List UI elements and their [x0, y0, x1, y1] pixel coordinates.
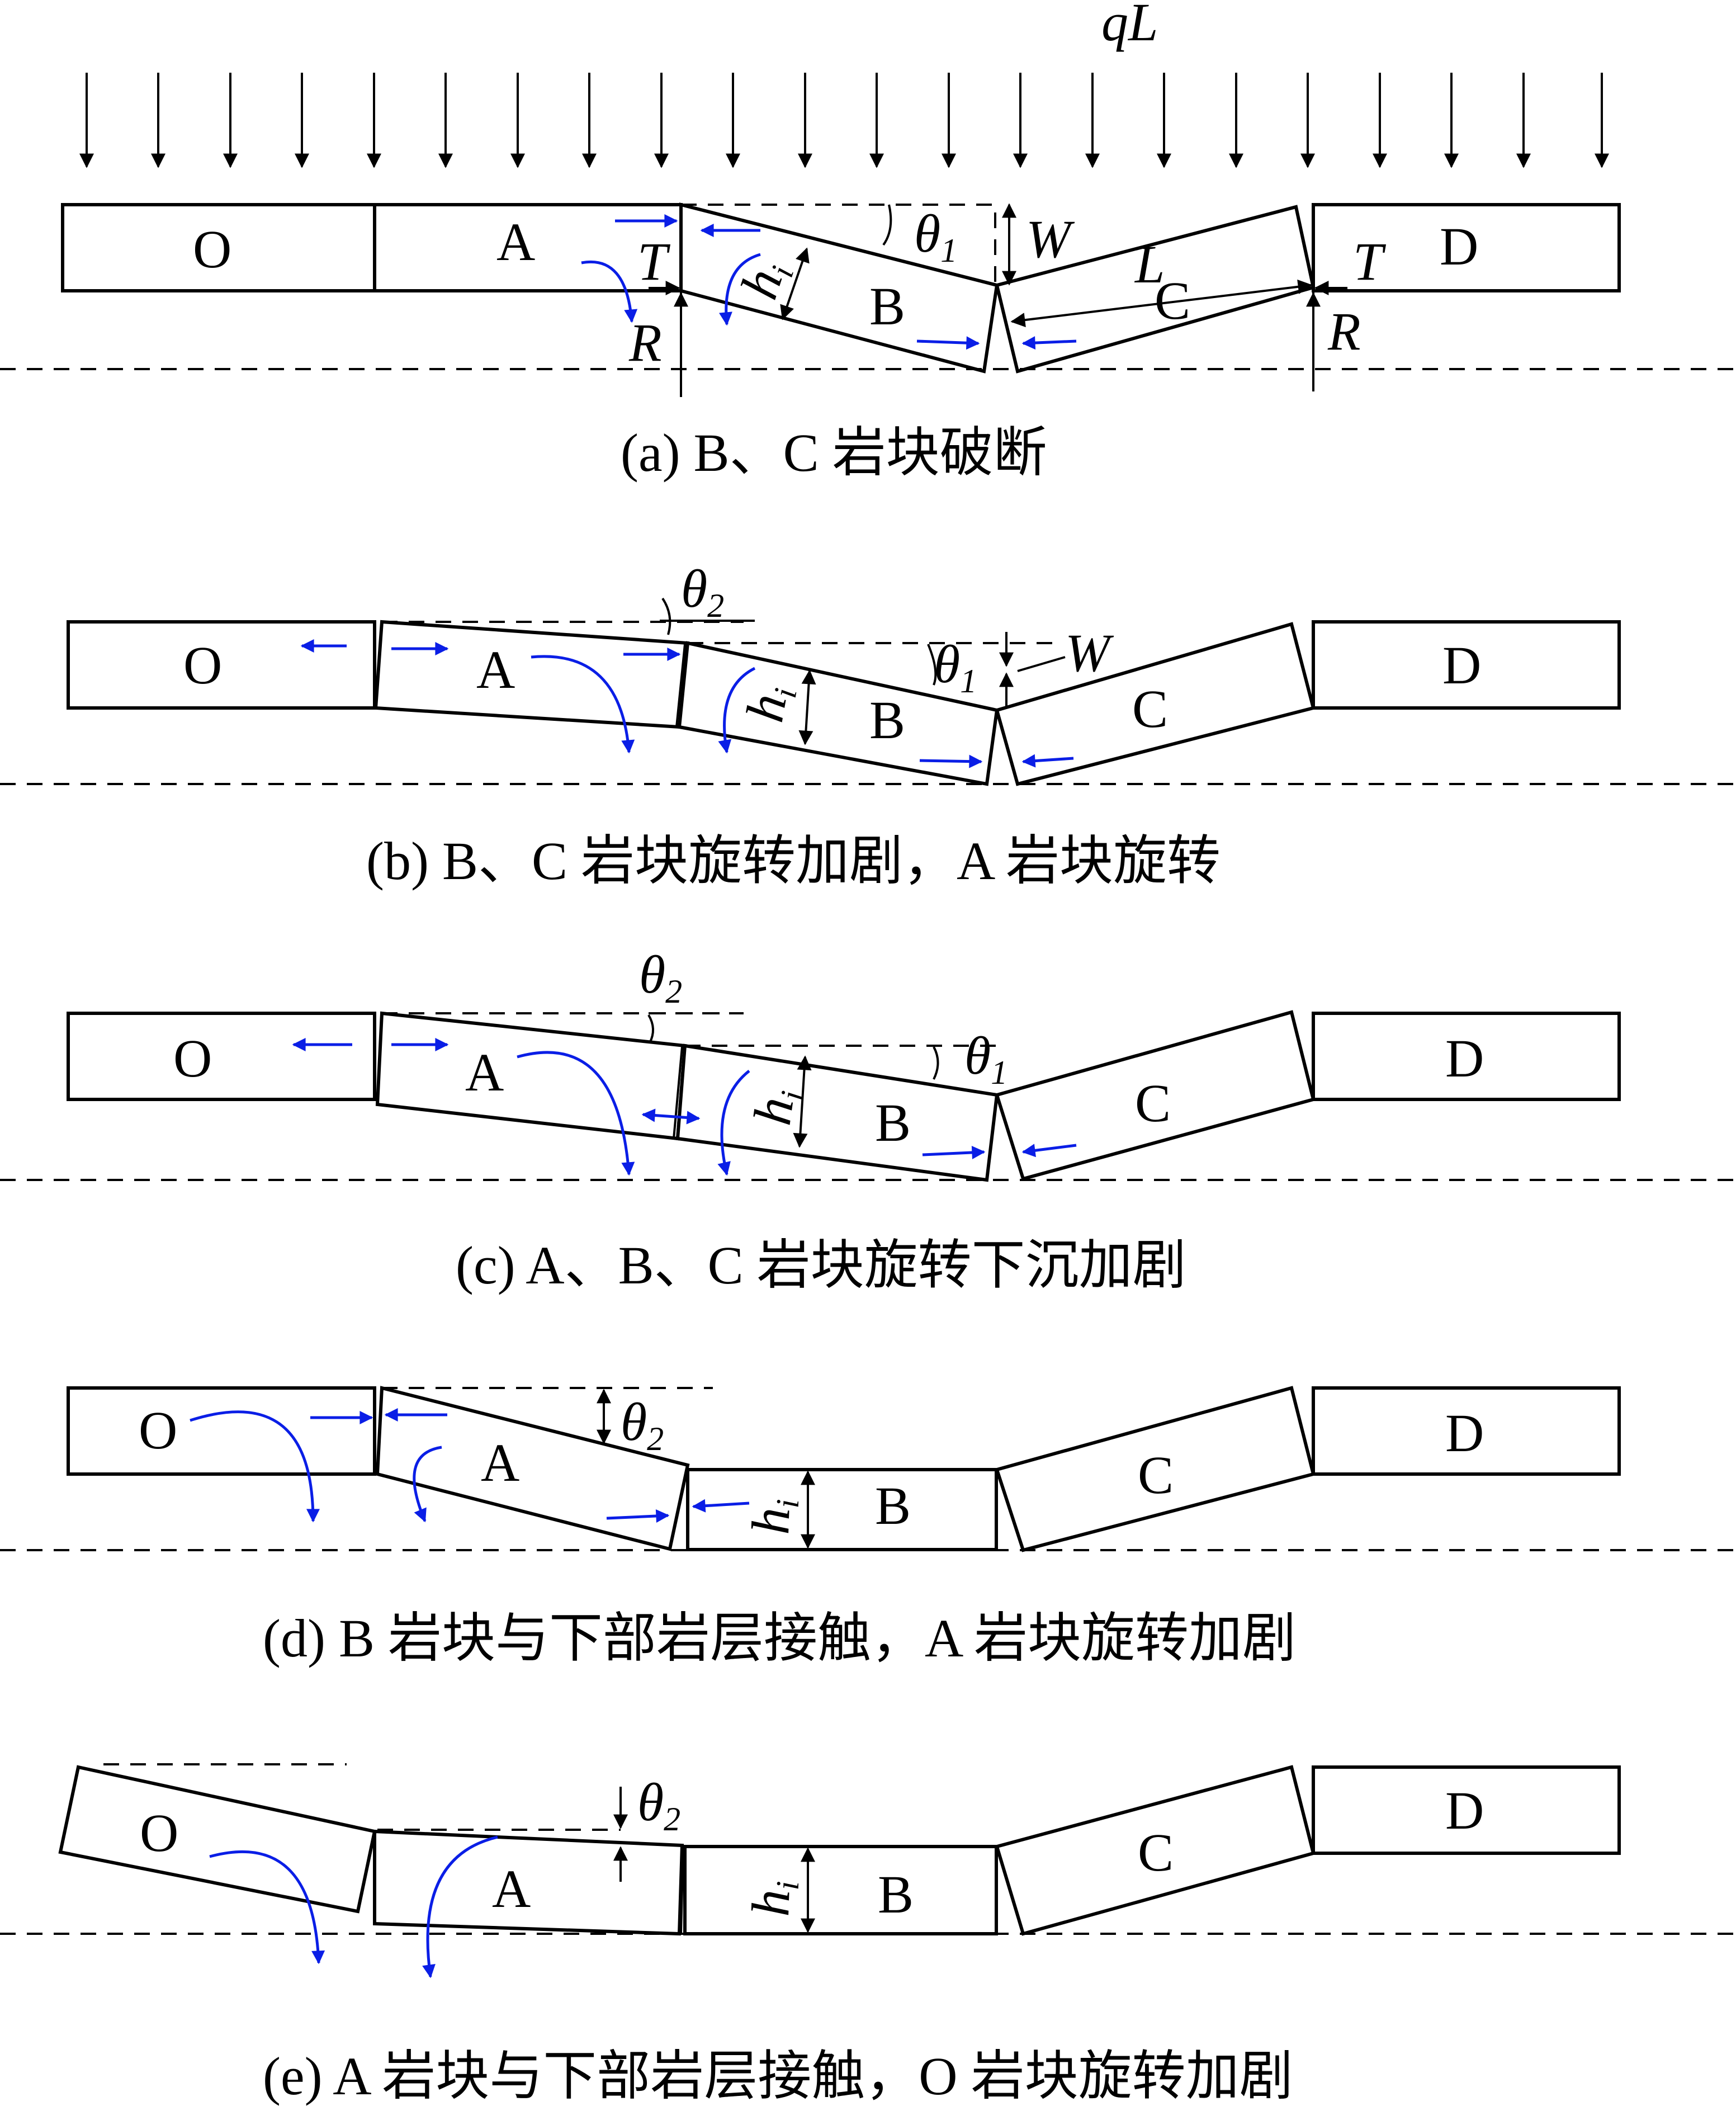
hi-dimension-arrow — [798, 669, 816, 745]
label-b: B — [869, 690, 905, 750]
label-b: B — [878, 1864, 914, 1924]
block-b — [677, 641, 999, 786]
theta1-arc — [933, 1046, 939, 1080]
label-a: A — [492, 1859, 531, 1919]
w-label: W — [1065, 623, 1114, 683]
blue-force-arrows — [209, 1835, 498, 1978]
block-a — [375, 1386, 690, 1551]
theta2-label: θ2 — [637, 1772, 680, 1838]
hi-dimension-arrow — [780, 247, 810, 320]
t-label-left: T — [637, 232, 671, 291]
label-c: C — [1138, 1822, 1174, 1882]
panel-d: O A B C D θ2 hi (d) B 岩块与下部岩层接触，A 岩块旋转加剧 — [0, 1386, 1736, 1668]
label-a: A — [481, 1433, 519, 1493]
caption-a: (a) B、C 岩块破断 — [621, 423, 1047, 483]
caption-b: (b) B、C 岩块旋转加剧，A 岩块旋转 — [366, 831, 1221, 891]
panel-e: O A B C D θ2 hi (e) A 岩块与下部岩层接触，O 岩块旋转加剧 — [0, 1763, 1736, 2106]
label-d: D — [1442, 635, 1481, 695]
label-d: D — [1440, 216, 1478, 276]
label-a: A — [476, 640, 515, 700]
distributed-load-arrows — [79, 73, 1609, 168]
load-label: qL — [1101, 0, 1158, 52]
label-d: D — [1445, 1403, 1484, 1463]
block-a — [373, 620, 690, 729]
label-b: B — [869, 276, 905, 336]
label-o: O — [140, 1803, 178, 1863]
l-dimension-arrow — [1010, 279, 1313, 328]
block-o — [67, 1012, 376, 1101]
block-b — [683, 1845, 998, 1935]
blue-force-arrows — [292, 1038, 1077, 1176]
theta1-arc — [927, 644, 937, 686]
label-o: O — [183, 635, 222, 695]
blue-force-arrows — [300, 639, 1074, 768]
label-d: D — [1445, 1781, 1484, 1840]
label-c: C — [1132, 679, 1168, 739]
block-d — [1312, 1765, 1621, 1855]
block-b — [675, 1043, 999, 1182]
block-o — [58, 1765, 377, 1914]
block-d — [1312, 1386, 1621, 1476]
hi-label: hi — [740, 1880, 806, 1918]
panel-b: O A B C D θ2 θ1 W hi (b) B、C 岩块旋转加剧，A 岩块… — [0, 559, 1736, 891]
panel-c: O A B C D θ2 θ1 hi (c) A、B、C 岩块旋转下沉加剧 — [0, 945, 1736, 1295]
blue-force-arrows — [190, 1408, 750, 1523]
blue-force-arrows — [581, 214, 1077, 350]
r-label-left: R — [628, 313, 662, 372]
r-label-right: R — [1327, 301, 1361, 361]
label-a: A — [496, 212, 535, 272]
theta2-label: θ2 — [681, 559, 724, 624]
theta2-label: θ2 — [639, 945, 682, 1010]
block-o — [67, 1386, 376, 1476]
caption-c: (c) A、B、C 岩块旋转下沉加剧 — [456, 1235, 1186, 1295]
theta1-label: θ1 — [934, 634, 977, 700]
hi-dimension-arrow — [793, 1055, 812, 1148]
label-d: D — [1445, 1028, 1484, 1088]
block-a — [373, 203, 683, 292]
label-b: B — [875, 1476, 911, 1536]
block-o — [67, 620, 376, 710]
block-d — [1312, 620, 1621, 710]
block-b — [686, 1468, 998, 1551]
t-label-right: T — [1353, 232, 1387, 291]
caption-d: (d) B 岩块与下部岩层接触，A 岩块旋转加剧 — [263, 1608, 1296, 1668]
label-c: C — [1135, 1073, 1171, 1133]
label-b: B — [875, 1093, 911, 1153]
label-o: O — [193, 219, 231, 279]
hi-label: hi — [740, 1498, 806, 1536]
label-a: A — [465, 1042, 504, 1102]
theta2-arc — [647, 1014, 654, 1043]
block-a — [375, 1011, 687, 1141]
theta2-label: θ2 — [621, 1392, 664, 1457]
label-o: O — [139, 1400, 177, 1460]
block-o — [61, 203, 376, 292]
theta1-label: θ1 — [914, 204, 957, 269]
caption-e: (e) A 岩块与下部岩层接触，O 岩块旋转加剧 — [263, 2046, 1293, 2106]
label-o: O — [173, 1028, 212, 1088]
block-d — [1312, 1012, 1621, 1101]
theta1-arc — [882, 204, 892, 246]
label-c: C — [1138, 1445, 1174, 1505]
theta1-label: θ1 — [964, 1026, 1007, 1091]
w-label: W — [1026, 209, 1075, 269]
panel-a: qL O A B C D θ1 hi W L T R T R — [0, 0, 1736, 483]
l-label: L — [1134, 234, 1165, 294]
theta2-arc — [661, 597, 671, 635]
